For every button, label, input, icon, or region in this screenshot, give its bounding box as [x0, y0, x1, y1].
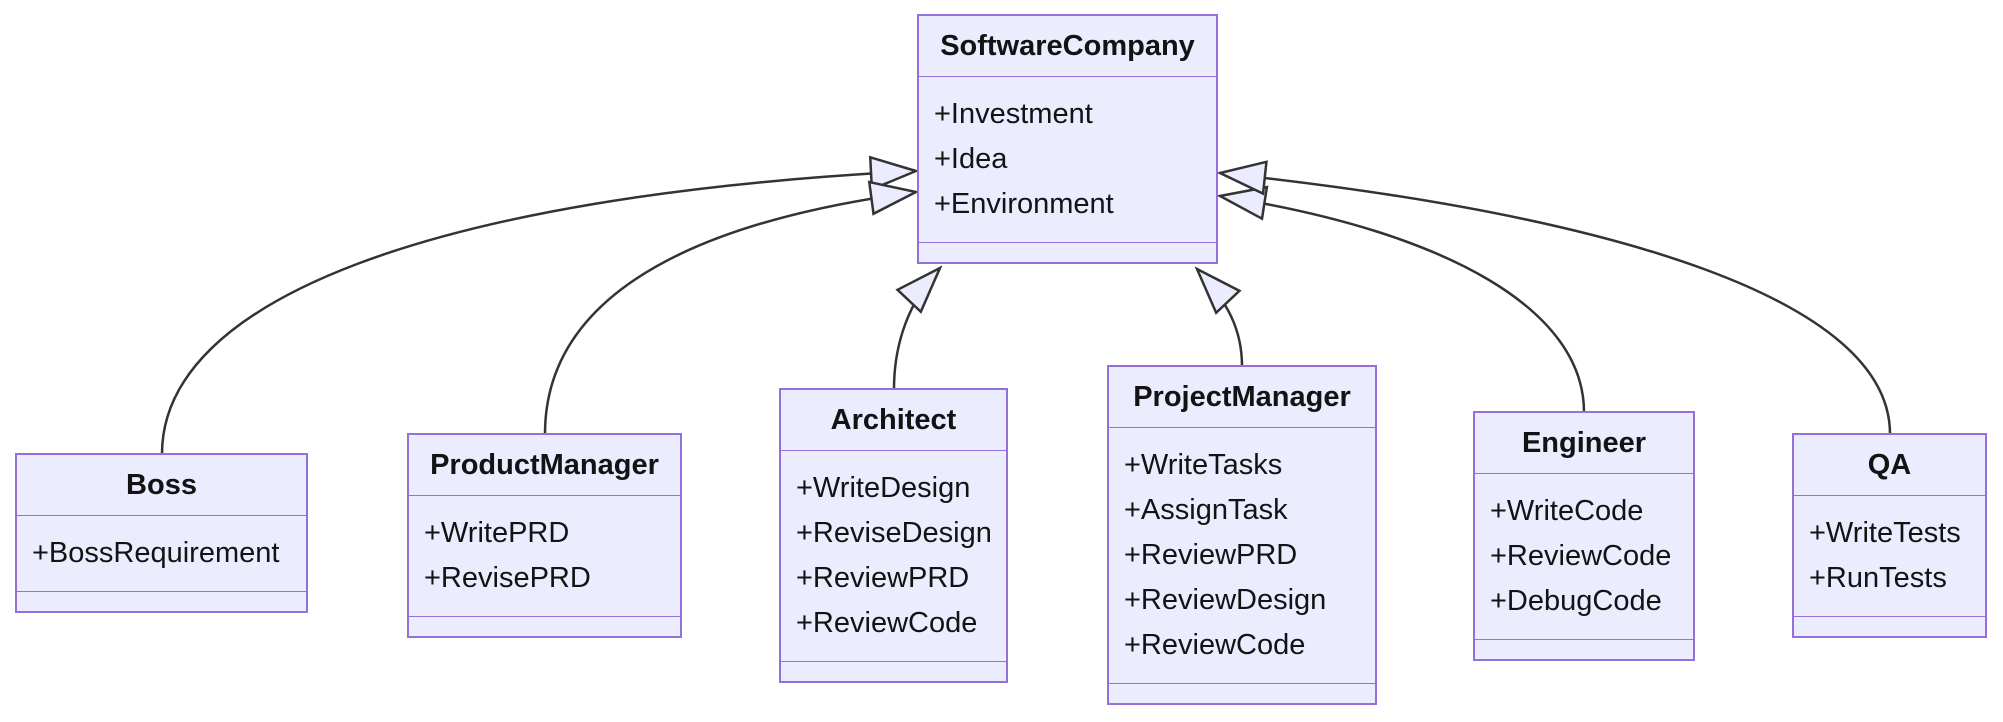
methods-compartment: [1109, 684, 1375, 703]
attributes-compartment: +BossRequirement: [17, 515, 306, 592]
attributes-compartment: +WriteTests +RunTests: [1794, 495, 1985, 617]
edge-productmanager-softwarecompany: [543, 192, 916, 435]
methods-compartment: [409, 617, 680, 636]
class-attribute: +WriteTests: [1809, 517, 1961, 549]
attributes-compartment: +WriteDesign +ReviseDesign +ReviewPRD +Revi…: [781, 450, 1006, 662]
class-attribute: +ReviewCode: [1490, 540, 1672, 572]
class-attribute: +ReviewCode: [1124, 629, 1306, 661]
class-attribute: +ReviewDesign: [1124, 584, 1327, 616]
class-projectmanager: ProjectManager +WriteTasks +AssignTask +Rev…: [1107, 365, 1377, 705]
class-attribute: +ReviseDesign: [796, 517, 992, 549]
class-attribute: +WriteDesign: [796, 472, 971, 504]
attributes-compartment: +Investment +Idea +Environment: [919, 76, 1216, 243]
class-attribute: +Investment: [934, 98, 1093, 130]
methods-compartment: [781, 662, 1006, 681]
edge-boss-softwarecompany: [160, 171, 916, 455]
class-attribute: +WritePRD: [424, 517, 570, 549]
class-attribute: +ReviewPRD: [1124, 539, 1298, 571]
class-boss: Boss +BossRequirement: [15, 453, 308, 613]
attributes-compartment: +WritePRD +RevisePRD: [409, 495, 680, 617]
class-softwarecompany: SoftwareCompany +Investment +Idea +Environm…: [917, 14, 1218, 264]
class-attribute: +BossRequirement: [32, 537, 280, 569]
attributes-compartment: +WriteTasks +AssignTask +ReviewPRD +ReviewD…: [1109, 427, 1375, 684]
class-name: ProjectManager: [1133, 381, 1351, 413]
class-attribute: +Environment: [934, 188, 1114, 220]
edge-architect-softwarecompany: [892, 268, 940, 390]
class-qa: QA +WriteTests +RunTests: [1792, 433, 1987, 638]
class-attribute: +WriteTasks: [1124, 449, 1283, 481]
methods-compartment: [1794, 617, 1985, 636]
class-name: Architect: [830, 404, 957, 436]
class-attribute: +RunTests: [1809, 562, 1947, 594]
edge-qa-softwarecompany: [1220, 173, 1892, 435]
edge-engineer-softwarecompany: [1220, 196, 1586, 413]
class-name: SoftwareCompany: [940, 30, 1195, 62]
class-productmanager: ProductManager +WritePRD +RevisePRD: [407, 433, 682, 638]
edges-group: [160, 171, 1892, 455]
class-architect: Architect +WriteDesign +ReviseDesign +Revie…: [779, 388, 1008, 683]
attributes-compartment: +WriteCode +ReviewCode +DebugCode: [1475, 473, 1693, 640]
class-attribute: +Idea: [934, 143, 1008, 175]
class-attribute: +ReviewPRD: [796, 562, 970, 594]
edge-projectmanager-softwarecompany: [1197, 269, 1244, 367]
class-attribute: +ReviewCode: [796, 607, 978, 639]
class-name: Engineer: [1521, 427, 1647, 459]
class-name: ProductManager: [430, 449, 659, 481]
class-name: QA: [1867, 449, 1912, 481]
class-engineer: Engineer +WriteCode +ReviewCode +DebugCode: [1473, 411, 1695, 661]
methods-compartment: [1475, 640, 1693, 659]
class-name: Boss: [126, 469, 197, 501]
class-attribute: +AssignTask: [1124, 494, 1288, 526]
methods-compartment: [17, 592, 306, 611]
methods-compartment: [919, 243, 1216, 262]
class-attribute: +DebugCode: [1490, 585, 1662, 617]
class-attribute: +WriteCode: [1490, 495, 1644, 527]
class-attribute: +RevisePRD: [424, 562, 591, 594]
